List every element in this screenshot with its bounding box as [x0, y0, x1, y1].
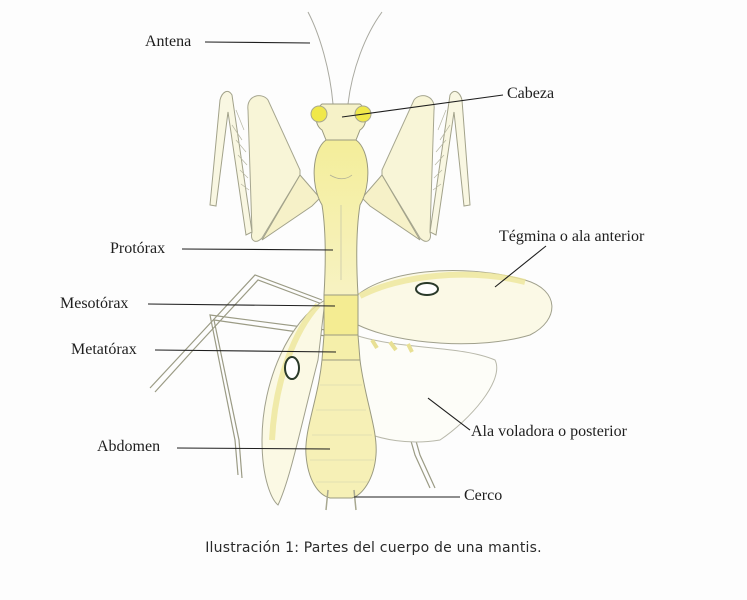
label-metatorax: Metatórax	[71, 341, 137, 358]
hind-wing	[354, 334, 498, 443]
label-tegmina: Tégmina o ala anterior	[499, 228, 645, 245]
label-cerco: Cerco	[464, 487, 503, 504]
label-abdomen: Abdomen	[97, 438, 161, 455]
antennae	[307, 11, 383, 105]
leader-ala-voladora	[427, 397, 471, 431]
body	[305, 139, 377, 511]
leader-lines	[147, 41, 547, 498]
leader-antena	[204, 41, 311, 44]
label-ala-voladora: Ala voladora o posterior	[471, 423, 627, 440]
figure-caption: Ilustración 1: Partes del cuerpo de una …	[205, 540, 542, 556]
leader-cabeza	[341, 94, 504, 118]
right-tegmina	[351, 269, 553, 353]
leader-abdomen	[176, 447, 331, 450]
right-foreleg	[361, 90, 471, 242]
left-legs	[149, 274, 327, 479]
label-protorax: Protórax	[110, 240, 166, 257]
leader-metatorax	[154, 349, 337, 353]
leader-mesotorax	[147, 303, 336, 307]
left-foreleg	[209, 90, 321, 242]
head	[310, 103, 372, 141]
leader-protorax	[181, 248, 334, 251]
label-antena: Antena	[145, 33, 192, 50]
label-cabeza: Cabeza	[507, 85, 555, 102]
label-mesotorax: Mesotórax	[60, 295, 129, 312]
leader-tegmina	[494, 245, 547, 288]
